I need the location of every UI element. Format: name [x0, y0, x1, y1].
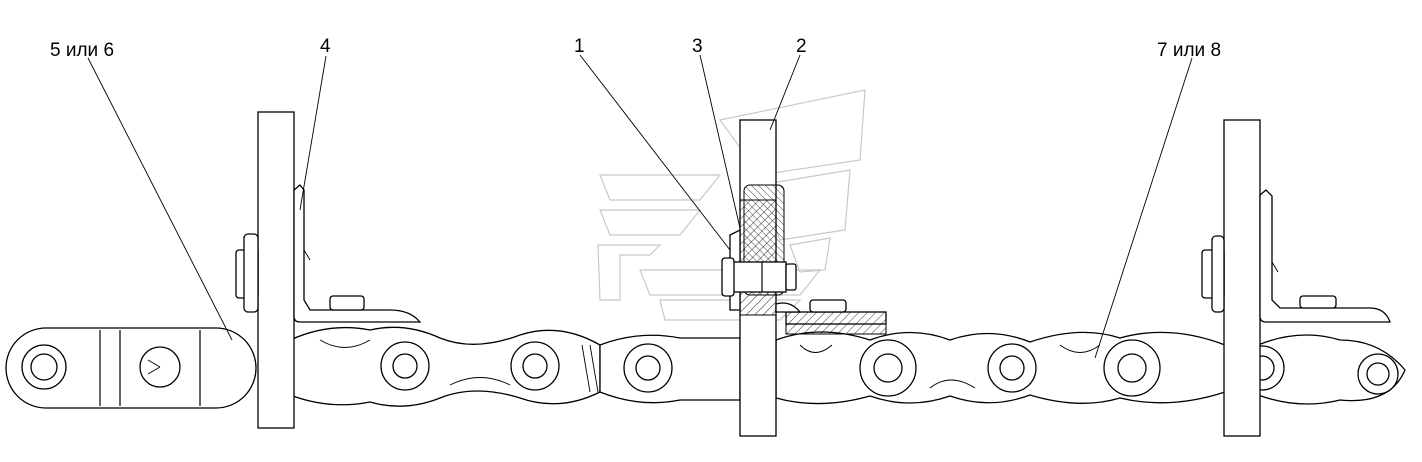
label-1: 1 [574, 36, 585, 57]
label-7-or-8: 7 или 8 [1157, 40, 1221, 61]
chain-left-section [5, 327, 273, 409]
chain-links-middle-right [775, 331, 1226, 405]
chain-links-middle-left [289, 326, 601, 407]
label-4: 4 [320, 36, 331, 57]
right-scraper-bracket [1201, 119, 1391, 437]
leader-lines [87, 54, 1193, 359]
chain-links-right [1239, 334, 1406, 405]
left-scraper-bracket [235, 111, 422, 429]
chain [5, 326, 1406, 409]
chain-links-center [599, 334, 741, 404]
label-3: 3 [692, 36, 703, 57]
center-scraper-section [721, 119, 887, 437]
label-5-or-6: 5 или 6 [50, 40, 114, 61]
label-2: 2 [796, 36, 807, 57]
position-labels: 5 или 6 4 1 3 2 7 или 8 [50, 36, 1221, 61]
